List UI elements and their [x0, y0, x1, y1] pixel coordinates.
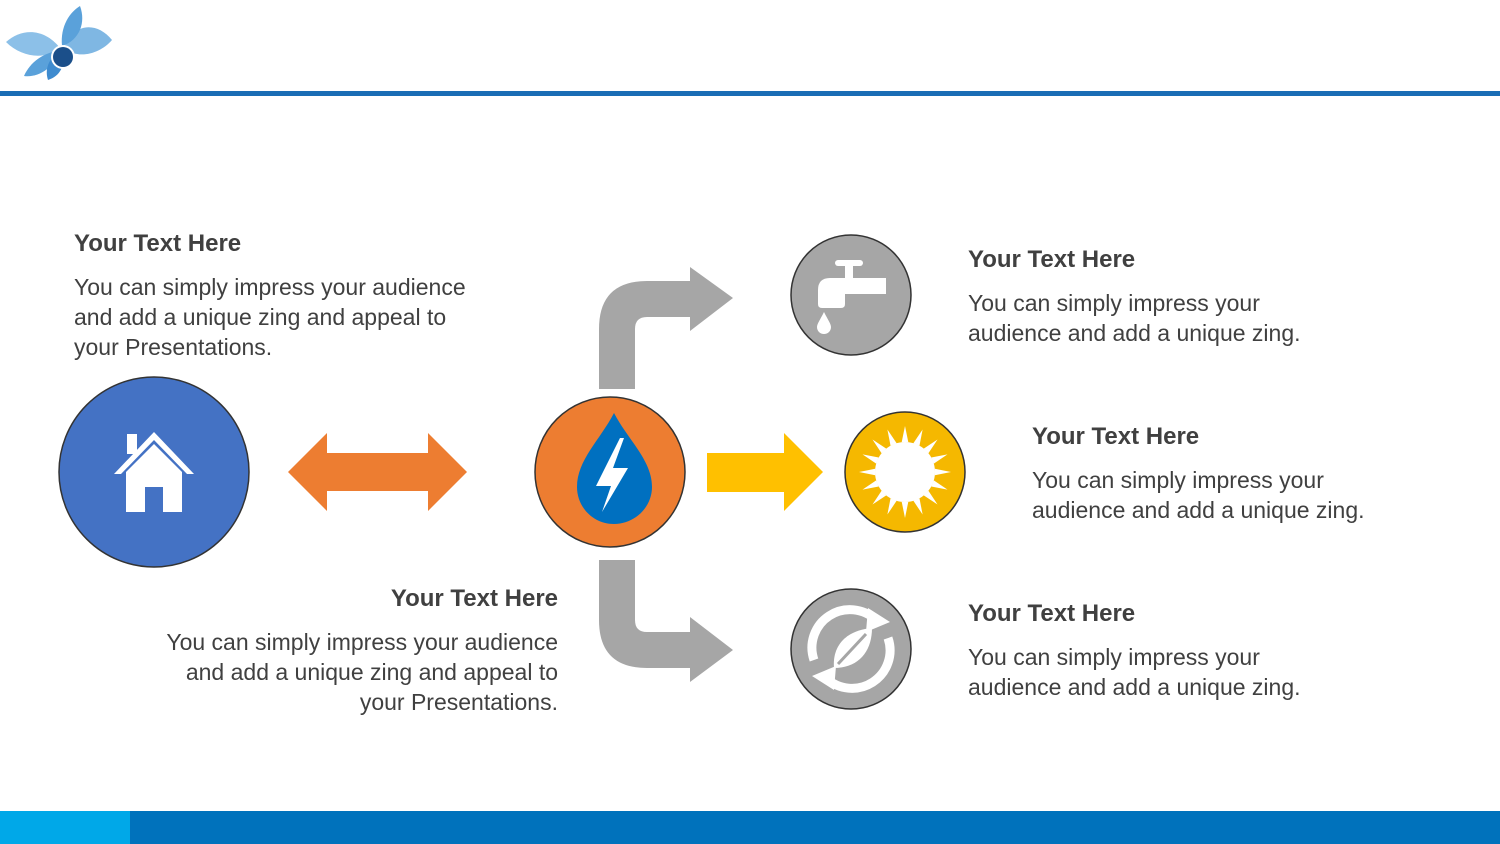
- arrow-right-yellow: [707, 433, 823, 511]
- block-body-line: You can simply impress your: [968, 290, 1260, 316]
- block-body-line: audience and add a unique zing.: [1032, 497, 1365, 523]
- block-body-line: and add a unique zing and appeal to: [74, 304, 447, 330]
- sun-ray: [862, 454, 879, 464]
- block-title: Your Text Here: [390, 585, 558, 612]
- energy-node: [534, 396, 686, 548]
- text-block-top-left: Your Text Here You can simply impress yo…: [74, 230, 534, 362]
- block-body-line: your Presentations.: [74, 334, 273, 360]
- tap-node: [790, 234, 912, 356]
- sun-ray: [923, 439, 938, 454]
- block-body-line: You can simply impress your: [1032, 467, 1324, 493]
- block-body-line: You can simply impress your: [968, 644, 1260, 670]
- block-body-line: and add a unique zing and appeal to: [185, 659, 558, 685]
- block-title: Your Text Here: [74, 230, 242, 257]
- block-body-line: your Presentations.: [359, 689, 558, 715]
- text-block-recycle: Your Text Here You can simply impress yo…: [968, 600, 1388, 702]
- sun-ray: [862, 480, 879, 490]
- block-body-line: You can simply impress your audience: [166, 629, 558, 655]
- sun-ray: [901, 501, 909, 518]
- sun-ray: [859, 468, 876, 476]
- sun-ray: [872, 490, 887, 505]
- sun-disc: [875, 442, 935, 502]
- sun-node: [844, 411, 966, 533]
- text-block-sun: Your Text Here You can simply impress yo…: [1032, 423, 1452, 525]
- sun-ray: [934, 468, 951, 476]
- block-title: Your Text Here: [968, 246, 1136, 273]
- sun-ray: [931, 454, 948, 464]
- recycle-leaf-icon: [807, 605, 895, 693]
- sun-ray: [931, 480, 948, 490]
- footer-bar-dark: [130, 811, 1500, 844]
- block-body-line: audience and add a unique zing.: [968, 674, 1301, 700]
- sun-ray: [872, 439, 887, 454]
- double-arrow-orange: [288, 433, 467, 511]
- water-drop-lightning-icon: [577, 413, 652, 524]
- sun-ray: [913, 429, 923, 446]
- sun-ray: [887, 429, 897, 446]
- recycle-node: [790, 588, 912, 710]
- block-title: Your Text Here: [1032, 423, 1200, 450]
- home-node: [58, 376, 250, 568]
- block-title: Your Text Here: [968, 600, 1136, 627]
- lotus-eye-logo: [6, 6, 112, 80]
- sun-ray: [901, 426, 909, 443]
- home-icon: [114, 432, 194, 512]
- header-rule: [0, 91, 1500, 96]
- bent-arrow-up-right: [599, 267, 733, 389]
- text-block-bottom-left: Your Text Here You can simply impress yo…: [98, 585, 558, 717]
- footer-bar-light: [0, 811, 130, 844]
- block-body-line: audience and add a unique zing.: [968, 320, 1301, 346]
- sun-ray: [887, 498, 897, 515]
- text-block-tap: Your Text Here You can simply impress yo…: [968, 246, 1388, 348]
- bent-arrow-down-right: [599, 560, 733, 682]
- water-tap-icon: [817, 260, 886, 334]
- sun-icon: [859, 426, 951, 518]
- sun-ray: [913, 498, 923, 515]
- block-body-line: You can simply impress your audience: [74, 274, 466, 300]
- sun-ray: [923, 490, 938, 505]
